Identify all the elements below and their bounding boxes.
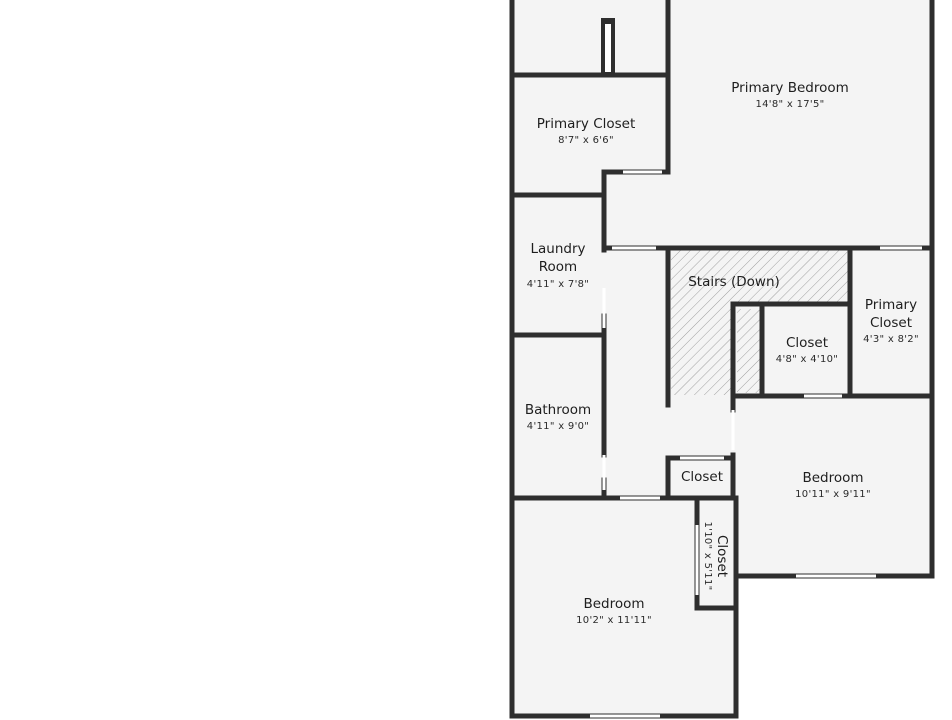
closet-center-dims: 4'8" x 4'10" — [776, 354, 838, 365]
laundry-room-name-line1: Laundry — [530, 241, 585, 257]
window-marks — [590, 573, 876, 719]
bathroom-name: Bathroom — [525, 402, 591, 418]
closet-vertical-label: Closet 1'10" x 5'11" — [702, 521, 730, 590]
laundry-room-name-line2: Room — [539, 259, 577, 275]
closet-center-name: Closet — [786, 335, 828, 351]
bedroom-bottom-name: Bedroom — [583, 596, 644, 612]
primary-bedroom-name: Primary Bedroom — [731, 80, 849, 96]
bedroom-right-name: Bedroom — [802, 470, 863, 486]
bathroom-dims: 4'11" x 9'0" — [527, 421, 589, 432]
primary-bedroom-dims: 14'8" x 17'5" — [755, 99, 824, 110]
stairs-name: Stairs (Down) — [688, 274, 780, 290]
primary-closet-right-dims: 4'3" x 8'2" — [863, 334, 919, 345]
primary-closet-upper-dims: 8'7" x 6'6" — [558, 135, 614, 146]
bedroom-bottom-dims: 10'2" x 11'11" — [576, 615, 652, 626]
bedroom-right-dims: 10'11" x 9'11" — [795, 489, 871, 500]
stairs-hatch — [671, 250, 848, 395]
primary-closet-right-name-line1: Primary — [865, 297, 917, 313]
closet-vertical-dims: 1'10" x 5'11" — [702, 521, 713, 590]
primary-closet-right-name-line2: Closet — [870, 315, 912, 331]
closet-vertical-name: Closet — [714, 535, 730, 577]
primary-closet-upper-name: Primary Closet — [537, 116, 636, 132]
shelf-fixture — [601, 18, 615, 74]
hall-closet-name: Closet — [681, 469, 723, 485]
laundry-room-dims: 4'11" x 7'8" — [527, 279, 589, 290]
openings — [590, 170, 922, 718]
